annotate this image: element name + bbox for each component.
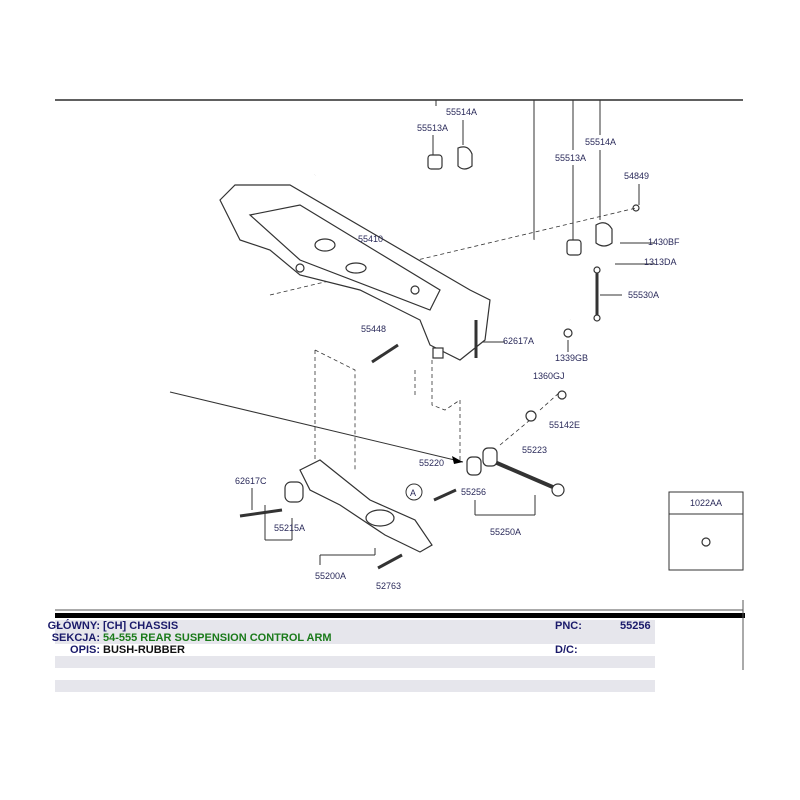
pnc-key: PNC: [555, 620, 582, 632]
bolt-54849 [632, 204, 640, 212]
desc-value: BUSH-RUBBER [103, 644, 185, 656]
label-55142e: 55142E [549, 420, 580, 430]
bolt-55448 [371, 343, 399, 364]
label-54849: 54849 [624, 171, 649, 181]
leader-lines [169, 100, 655, 565]
label-55513a: 55513A [417, 123, 448, 133]
pnc-value: 55256 [620, 620, 651, 632]
bushing-55513a [427, 154, 443, 170]
ball-joint [551, 483, 565, 497]
label-callout-a: A [410, 488, 416, 498]
label-62617a: 62617A [503, 336, 534, 346]
label-55448: 55448 [361, 324, 386, 334]
row-empty [55, 668, 655, 680]
dc-key: D/C: [555, 644, 578, 656]
callout-a [405, 483, 423, 501]
bush-55256 [466, 456, 482, 476]
label-55514a-2: 55514A [585, 137, 616, 147]
label-1339gb: 1339GB [555, 353, 588, 363]
section-key: SEKCJA: [51, 632, 100, 644]
row-empty [55, 656, 655, 668]
bracket-55514a [457, 146, 473, 170]
desc-key: OPIS: [70, 644, 100, 656]
group-value: [CH] CHASSIS [103, 620, 179, 632]
label-1313da: 1313DA [644, 257, 677, 267]
label-62617c: 62617C [235, 476, 267, 486]
control-arm-55250a [489, 458, 556, 490]
bracket-55514a-2 [595, 222, 613, 247]
row-empty [55, 680, 655, 692]
part-box-1022aa [668, 491, 744, 571]
bolt-62617c [239, 508, 283, 518]
bolt-52763 [377, 553, 403, 570]
nut-1022aa [701, 537, 711, 547]
label-55530a: 55530A [628, 290, 659, 300]
label-1430bf: 1430BF [648, 237, 680, 247]
row-group: GŁÓWNY: [CH] CHASSIS PNC: 55256 [48, 620, 655, 632]
label-52763: 52763 [376, 581, 401, 591]
label-55220: 55220 [419, 458, 444, 468]
washer-55223 [525, 410, 537, 422]
bushing-55513a-2 [566, 239, 582, 256]
nut-1339gb [563, 328, 573, 338]
label-55250a: 55250A [490, 527, 521, 537]
bush-55215a [284, 481, 304, 503]
part-info-panel: GŁÓWNY: [CH] CHASSIS PNC: 55256 SEKCJA: … [48, 620, 745, 692]
label-55513a-2: 55513A [555, 153, 586, 163]
pointer-arrowhead [452, 456, 463, 464]
label-1360gj: 1360GJ [533, 371, 565, 381]
label-55256: 55256 [461, 487, 486, 497]
label-55200a: 55200A [315, 571, 346, 581]
assembly-lines [314, 349, 561, 470]
label-1022aa: 1022AA [690, 498, 722, 508]
row-desc: OPIS: BUSH-RUBBER D/C: [55, 644, 655, 656]
lower-arm-55200a [299, 459, 433, 553]
panel-header-bar [55, 613, 745, 618]
nut-55142e [557, 390, 567, 400]
row-section: SEKCJA: 54-555 REAR SUSPENSION CONTROL A… [51, 632, 655, 644]
label-55410: 55410 [358, 234, 383, 244]
section-value: 54-555 REAR SUSPENSION CONTROL ARM [103, 632, 332, 644]
label-55514a: 55514A [446, 107, 477, 117]
bolt-55220 [433, 488, 457, 502]
label-55215a: 55215A [274, 523, 305, 533]
label-55223: 55223 [522, 445, 547, 455]
group-key: GŁÓWNY: [47, 620, 100, 632]
